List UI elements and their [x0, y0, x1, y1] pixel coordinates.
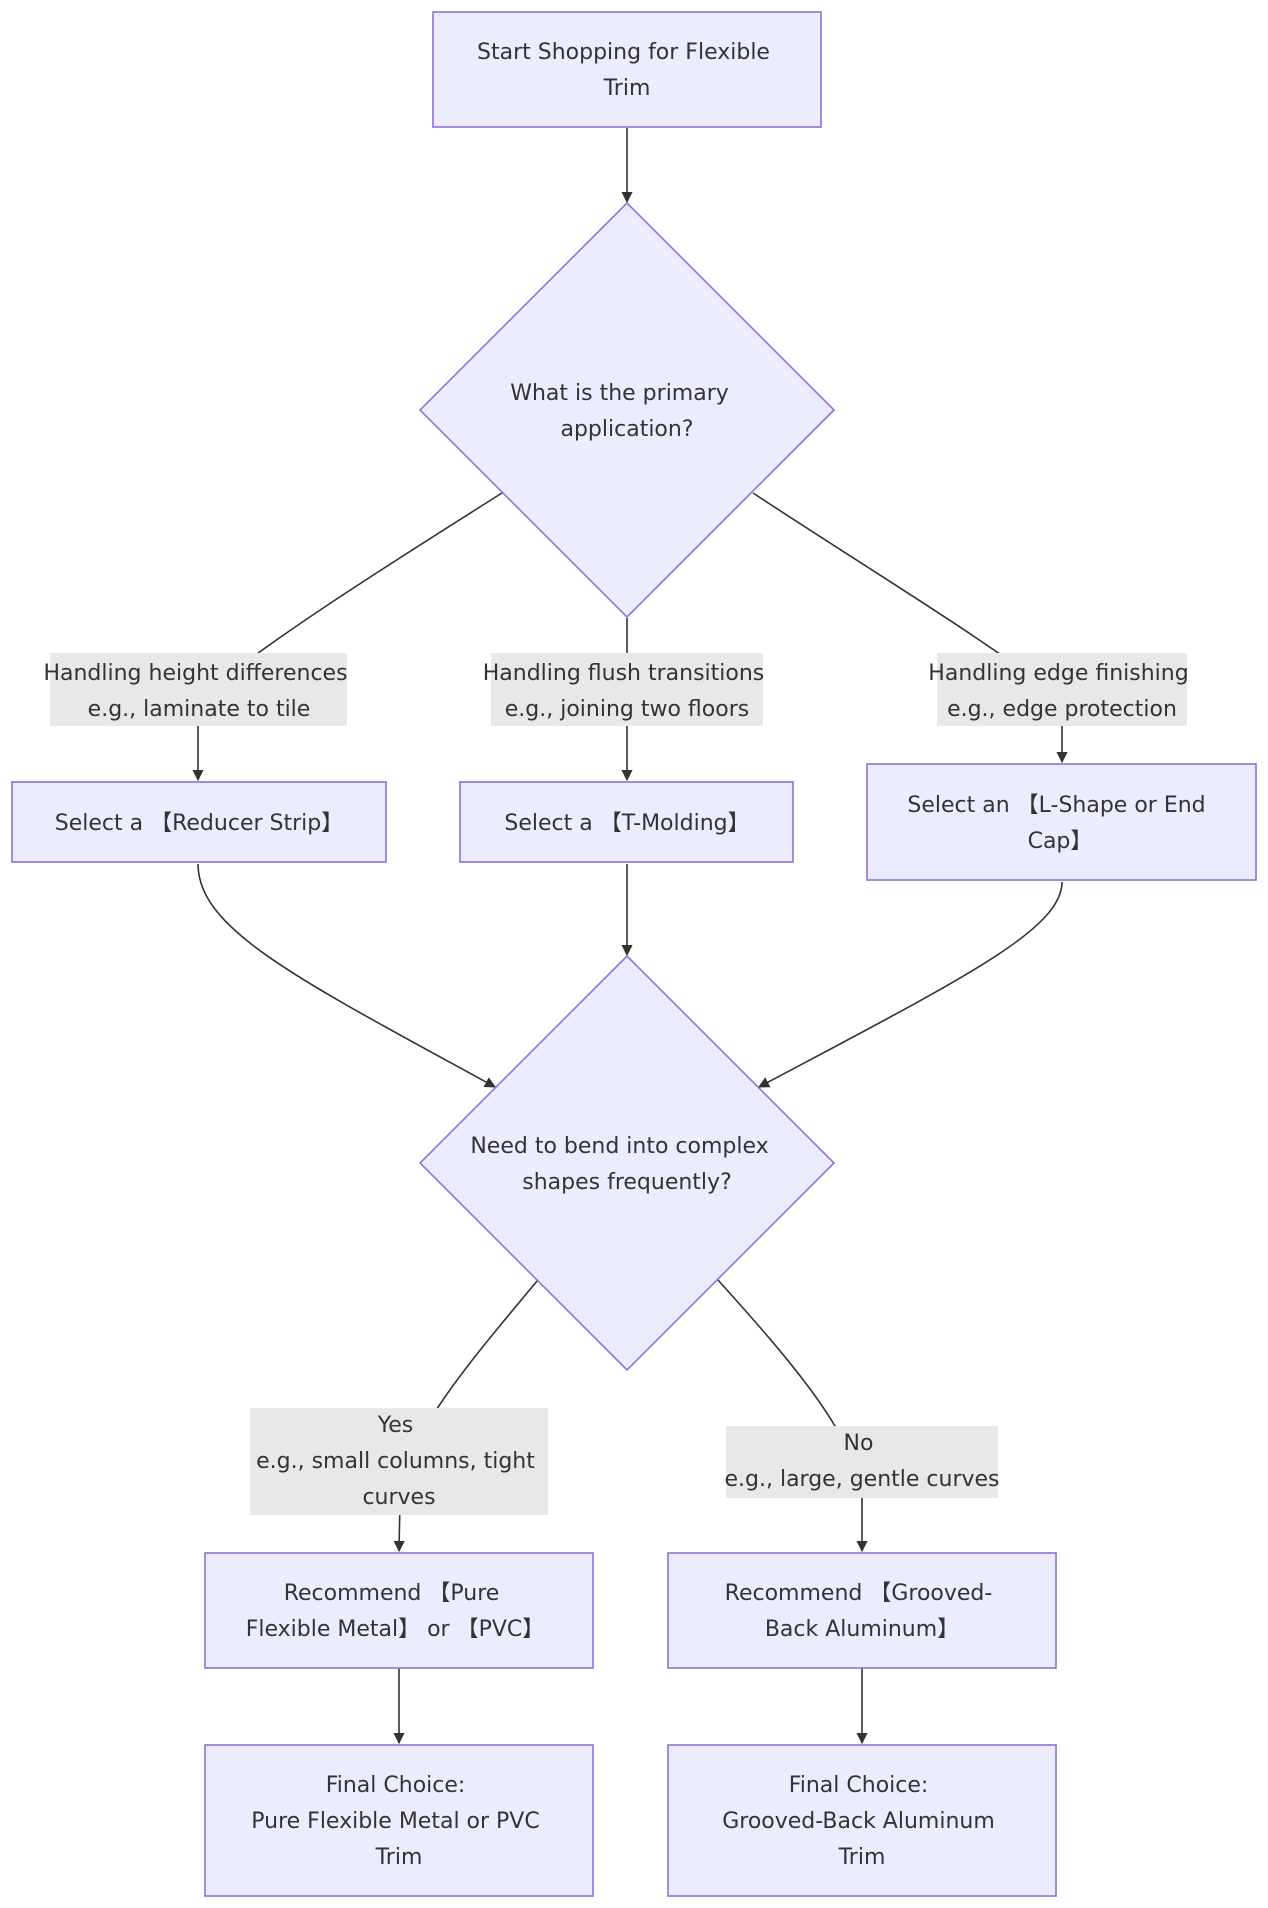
- node-reducer-strip-line: Select a 【Reducer Strip】: [55, 811, 343, 836]
- edge-label-no-line: No: [844, 1431, 874, 1456]
- svg-text:Final Choice: Pure Flexi: Final Choice: Pure Flexible Metal or PVC…: [251, 1773, 546, 1870]
- decision-application-line: What is the primary: [510, 381, 729, 406]
- node-l-shape: Select an 【L-Shape or End Cap】: [866, 763, 1257, 881]
- decision-bend-line: shapes frequently?: [522, 1170, 732, 1195]
- edges: [192, 128, 1068, 1745]
- edge-label-height: Handling height differences e.g., lamina…: [43, 653, 354, 726]
- node-recommend-grooved: Recommend 【Grooved- Back Aluminum】: [667, 1552, 1057, 1669]
- node-final-flexible-line: Trim: [375, 1845, 423, 1870]
- svg-text:Handling height differences: Handling height differences e.g., lamina…: [43, 661, 354, 722]
- svg-text:Recommend 【Grooved- Back: Recommend 【Grooved- Back Aluminum】: [725, 1581, 1000, 1642]
- svg-text:Final Choice: Grooved-Ba: Final Choice: Grooved-Back Aluminum Trim: [722, 1773, 1002, 1870]
- edge-label-flush: Handling flush transitions e.g., joining…: [483, 653, 772, 726]
- node-recommend-flexible-line: Flexible Metal】 or 【PVC】: [246, 1617, 545, 1642]
- edge-label-yes-line: Yes: [377, 1413, 414, 1438]
- edge-label-edge-line: e.g., edge protection: [947, 697, 1177, 722]
- svg-text:Recommend 【Pure Flexible: Recommend 【Pure Flexible Metal】 or 【PVC】: [246, 1581, 545, 1642]
- svg-text:Start Shopping for Flexible: Start Shopping for Flexible Trim: [477, 40, 777, 101]
- svg-text:No e.g., large, gentle c: No e.g., large, gentle curves: [724, 1431, 999, 1492]
- edge-label-yes-line: e.g., small columns, tight: [256, 1449, 535, 1474]
- edge-application-to-reducer: [192, 492, 503, 782]
- node-recommend-flexible-line: Recommend 【Pure: [284, 1581, 500, 1606]
- decision-bend-line: Need to bend into complex: [470, 1134, 768, 1159]
- svg-text:Need to bend into complex: Need to bend into complex shapes frequen…: [470, 1134, 775, 1195]
- edge-label-height-line: Handling height differences: [43, 661, 347, 686]
- node-l-shape-line: Cap】: [1028, 829, 1093, 854]
- node-t-molding-line: Select a 【T-Molding】: [504, 811, 749, 836]
- edge-label-flush-line: Handling flush transitions: [483, 661, 765, 686]
- node-start: Start Shopping for Flexible Trim: [432, 11, 822, 128]
- decision-application-line: application?: [560, 417, 693, 442]
- node-recommend-grooved-line: Back Aluminum】: [765, 1617, 959, 1642]
- edge-reducer-to-bend: [197, 863, 496, 1088]
- node-recommend-flexible: Recommend 【Pure Flexible Metal】 or 【PVC】: [204, 1552, 594, 1669]
- edge-label-no-line: e.g., large, gentle curves: [724, 1467, 999, 1492]
- node-l-shape-line: Select an 【L-Shape or End: [907, 793, 1205, 818]
- svg-text:Handling flush transitions: Handling flush transitions e.g., joining…: [483, 661, 772, 722]
- svg-text:Yes e.g., small columns,: Yes e.g., small columns, tight curves: [256, 1413, 542, 1510]
- node-start-line: Start Shopping for Flexible: [477, 40, 770, 65]
- svg-text:Handling edge finishing: Handling edge finishing e.g., edge prote…: [928, 661, 1195, 722]
- svg-text:Select a 【Reducer Strip】: Select a 【Reducer Strip】: [55, 811, 343, 836]
- edge-lshape-to-bend: [758, 881, 1063, 1088]
- node-final-flexible: Final Choice: Pure Flexible Metal or PVC…: [204, 1744, 594, 1897]
- node-final-flexible-line: Final Choice:: [326, 1773, 466, 1798]
- edge-bend-to-grooved: [717, 1279, 868, 1553]
- node-t-molding: Select a 【T-Molding】: [459, 781, 794, 863]
- svg-text:Select an 【L-Shape or End: Select an 【L-Shape or End Cap】: [907, 793, 1212, 854]
- node-final-grooved-line: Final Choice:: [789, 1773, 929, 1798]
- node-start-line: Trim: [603, 76, 651, 101]
- node-final-grooved-line: Trim: [838, 1845, 886, 1870]
- decision-application: What is the primary application?: [418, 201, 836, 619]
- edge-label-height-line: e.g., laminate to tile: [88, 697, 311, 722]
- svg-text:Select a 【T-Molding】: Select a 【T-Molding】: [504, 811, 749, 836]
- edge-label-edge-line: Handling edge finishing: [928, 661, 1188, 686]
- node-final-grooved: Final Choice: Grooved-Back Aluminum Trim: [667, 1744, 1057, 1897]
- edge-label-no: No e.g., large, gentle curves: [724, 1426, 1000, 1498]
- edge-label-yes-line: curves: [362, 1485, 435, 1510]
- edge-label-flush-line: e.g., joining two floors: [505, 697, 749, 722]
- node-reducer-strip: Select a 【Reducer Strip】: [11, 781, 387, 863]
- decision-bend: Need to bend into complex shapes frequen…: [418, 954, 836, 1372]
- node-final-grooved-line: Grooved-Back Aluminum: [722, 1809, 995, 1834]
- edge-label-edge: Handling edge finishing e.g., edge prote…: [928, 653, 1195, 726]
- svg-text:What is the primary appl: What is the primary application?: [510, 381, 736, 442]
- edge-label-yes: Yes e.g., small columns, tight curves: [250, 1408, 548, 1515]
- node-recommend-grooved-line: Recommend 【Grooved-: [725, 1581, 993, 1606]
- node-final-flexible-line: Pure Flexible Metal or PVC: [251, 1809, 539, 1834]
